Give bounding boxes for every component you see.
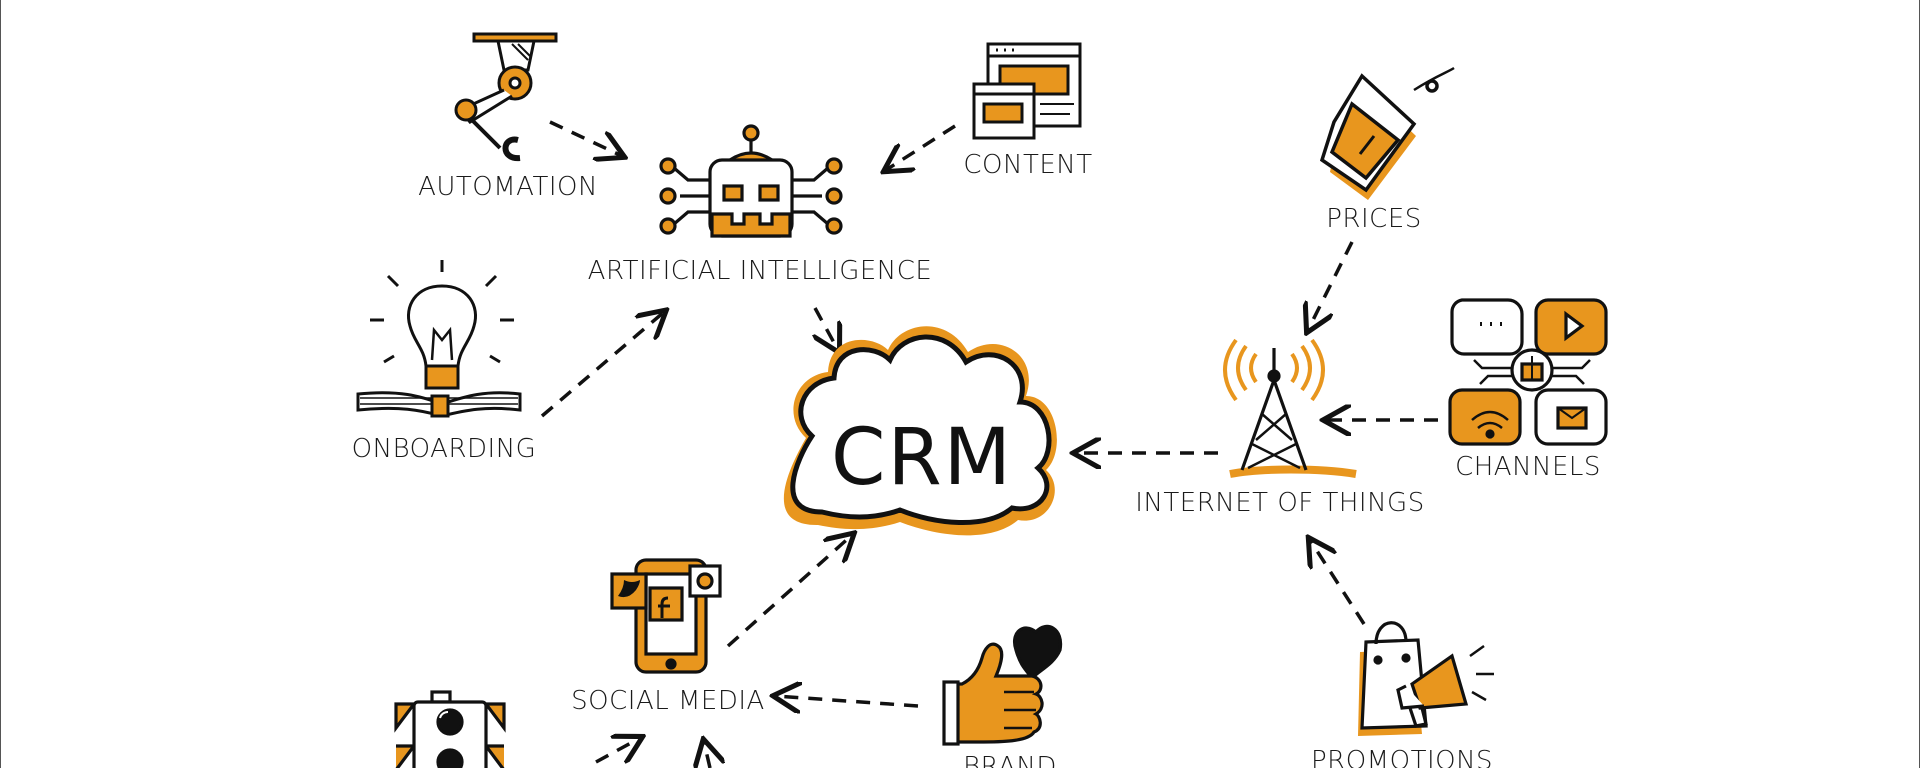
- arrow-social-crm: [726, 535, 852, 648]
- label-onboarding: ONBOARDING: [351, 434, 537, 464]
- label-channels: CHANNELS: [1455, 452, 1601, 482]
- arrow-content-ai: [886, 124, 956, 170]
- shopping-bag-megaphone-icon: [1358, 621, 1494, 736]
- arrow-traffic-social: [595, 738, 640, 762]
- arrow-onboarding-ai: [540, 312, 664, 418]
- label-content: CONTENT: [963, 150, 1093, 180]
- thumbs-up-heart-icon: [942, 625, 1063, 746]
- arrow-promotions-iot: [1310, 540, 1366, 625]
- traffic-light-icon: [394, 690, 506, 768]
- lightbulb-book-icon: [356, 260, 522, 418]
- content-windows-icon: [972, 42, 1082, 140]
- channels-icon: [1448, 298, 1608, 446]
- smartphone-social-icon: [610, 558, 722, 674]
- label-artificial-intelligence: ARTIFICIAL INTELLIGENCE: [587, 256, 933, 286]
- robot-arm-icon: [454, 32, 558, 162]
- robot-head-icon: [659, 124, 843, 238]
- arrow-ai-crm: [815, 307, 838, 350]
- arrow-prices-iot: [1308, 241, 1354, 330]
- left-border: [0, 0, 1, 768]
- label-promotions: PROMOTIONS: [1310, 746, 1494, 768]
- antenna-tower-icon: [1223, 338, 1357, 478]
- label-automation: AUTOMATION: [418, 172, 598, 202]
- crm-cloud: [783, 326, 1057, 536]
- label-brand: BRAND: [963, 752, 1057, 768]
- arrow-brand-social: [776, 696, 919, 706]
- crm-center-label: CRM: [831, 413, 1013, 503]
- label-prices: PRICES: [1326, 204, 1422, 234]
- arrow-bottom-social: [704, 742, 710, 768]
- label-social-media: SOCIAL MEDIA: [571, 686, 765, 716]
- label-internet-of-things: INTERNET OF THINGS: [1135, 488, 1425, 518]
- price-tag-icon: [1319, 66, 1455, 200]
- arrow-automation-ai: [549, 120, 622, 156]
